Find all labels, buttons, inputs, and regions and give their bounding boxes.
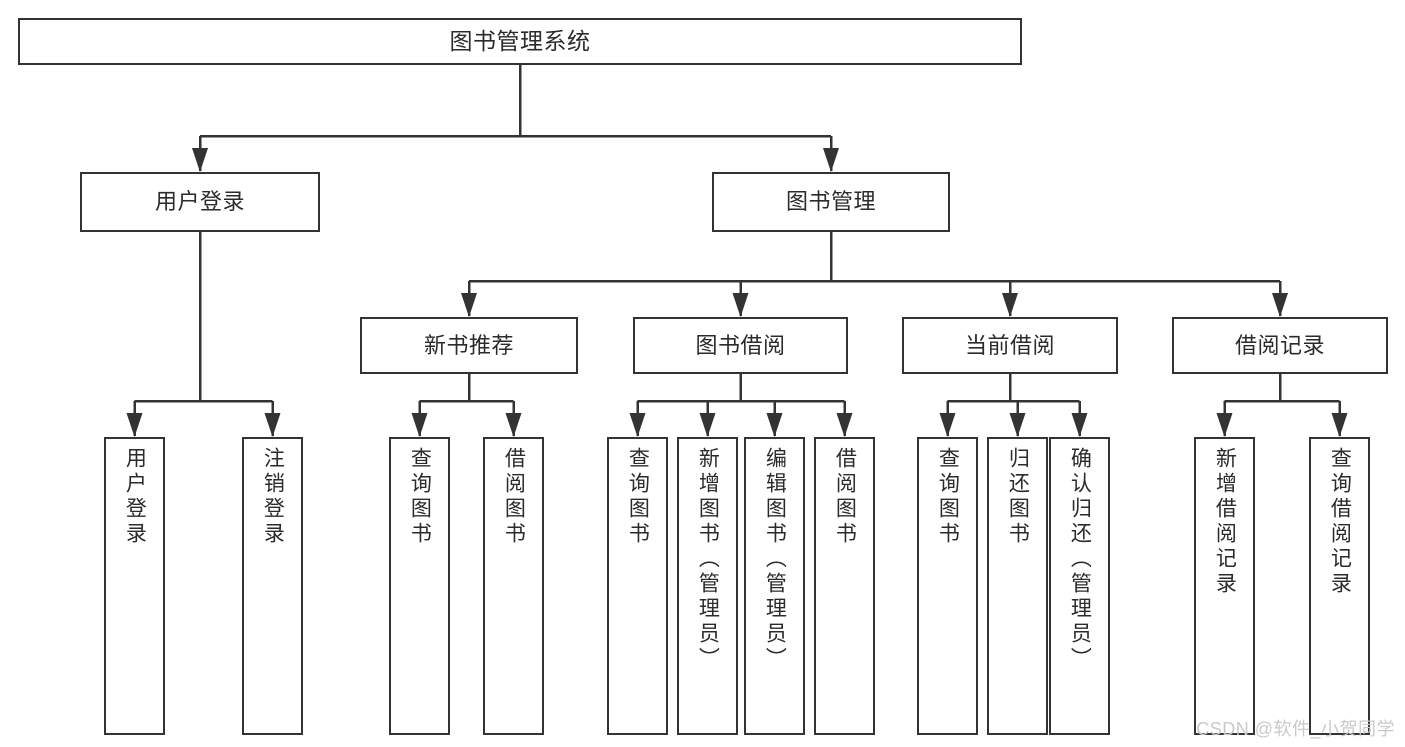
- node-borrowing-records[interactable]: 借阅记录: [1172, 317, 1388, 374]
- node-current-borrowing[interactable]: 当前借阅: [902, 317, 1118, 374]
- node-label: 注销登录: [261, 447, 285, 547]
- node-leaf-query-book-borrowing[interactable]: 查询图书: [607, 437, 668, 735]
- node-new-book-recommendation[interactable]: 新书推荐: [360, 317, 578, 374]
- node-label: 用户登录: [123, 447, 147, 547]
- node-leaf-query-borrow-record[interactable]: 查询借阅记录: [1309, 437, 1370, 735]
- node-label: 借阅记录: [1234, 332, 1325, 358]
- node-label: 查询图书: [408, 447, 432, 547]
- node-leaf-confirm-return-admin[interactable]: 确认归还（管理员）: [1049, 437, 1110, 735]
- node-leaf-add-book-admin[interactable]: 新增图书（管理员）: [677, 437, 738, 735]
- node-label: 借阅图书: [833, 447, 857, 547]
- node-label: 当前借阅: [964, 332, 1055, 358]
- node-label: 编辑图书（管理员）: [763, 447, 787, 672]
- node-label: 图书管理: [785, 189, 876, 215]
- node-label: 新增图书（管理员）: [696, 447, 720, 672]
- node-leaf-return-book[interactable]: 归还图书: [987, 437, 1048, 735]
- node-leaf-user-logout[interactable]: 注销登录: [242, 437, 303, 735]
- node-label: 查询借阅记录: [1328, 447, 1352, 597]
- node-leaf-edit-book-admin[interactable]: 编辑图书（管理员）: [744, 437, 805, 735]
- node-label: 查询图书: [626, 447, 650, 547]
- node-leaf-query-book-recommend[interactable]: 查询图书: [389, 437, 450, 735]
- node-leaf-query-book-current[interactable]: 查询图书: [917, 437, 978, 735]
- node-label: 用户登录: [154, 189, 245, 215]
- node-leaf-add-borrow-record[interactable]: 新增借阅记录: [1194, 437, 1255, 735]
- node-label: 图书借阅: [695, 332, 786, 358]
- node-leaf-borrow-book-recommend[interactable]: 借阅图书: [483, 437, 544, 735]
- csdn-watermark: CSDN @软件_小贺同学: [1196, 719, 1395, 739]
- node-label: 确认归还（管理员）: [1068, 447, 1092, 672]
- node-book-management[interactable]: 图书管理: [712, 172, 950, 232]
- node-root-book-management-system[interactable]: 图书管理系统: [18, 18, 1022, 65]
- node-leaf-borrow-book-borrowing[interactable]: 借阅图书: [814, 437, 875, 735]
- node-label: 新书推荐: [423, 332, 514, 358]
- node-user-login[interactable]: 用户登录: [80, 172, 320, 232]
- node-book-borrowing[interactable]: 图书借阅: [633, 317, 848, 374]
- node-leaf-user-login[interactable]: 用户登录: [104, 437, 165, 735]
- node-label: 查询图书: [936, 447, 960, 547]
- node-label: 归还图书: [1006, 447, 1030, 547]
- node-label: 图书管理系统: [449, 27, 591, 54]
- node-label: 借阅图书: [502, 447, 526, 547]
- node-label: 新增借阅记录: [1213, 447, 1237, 597]
